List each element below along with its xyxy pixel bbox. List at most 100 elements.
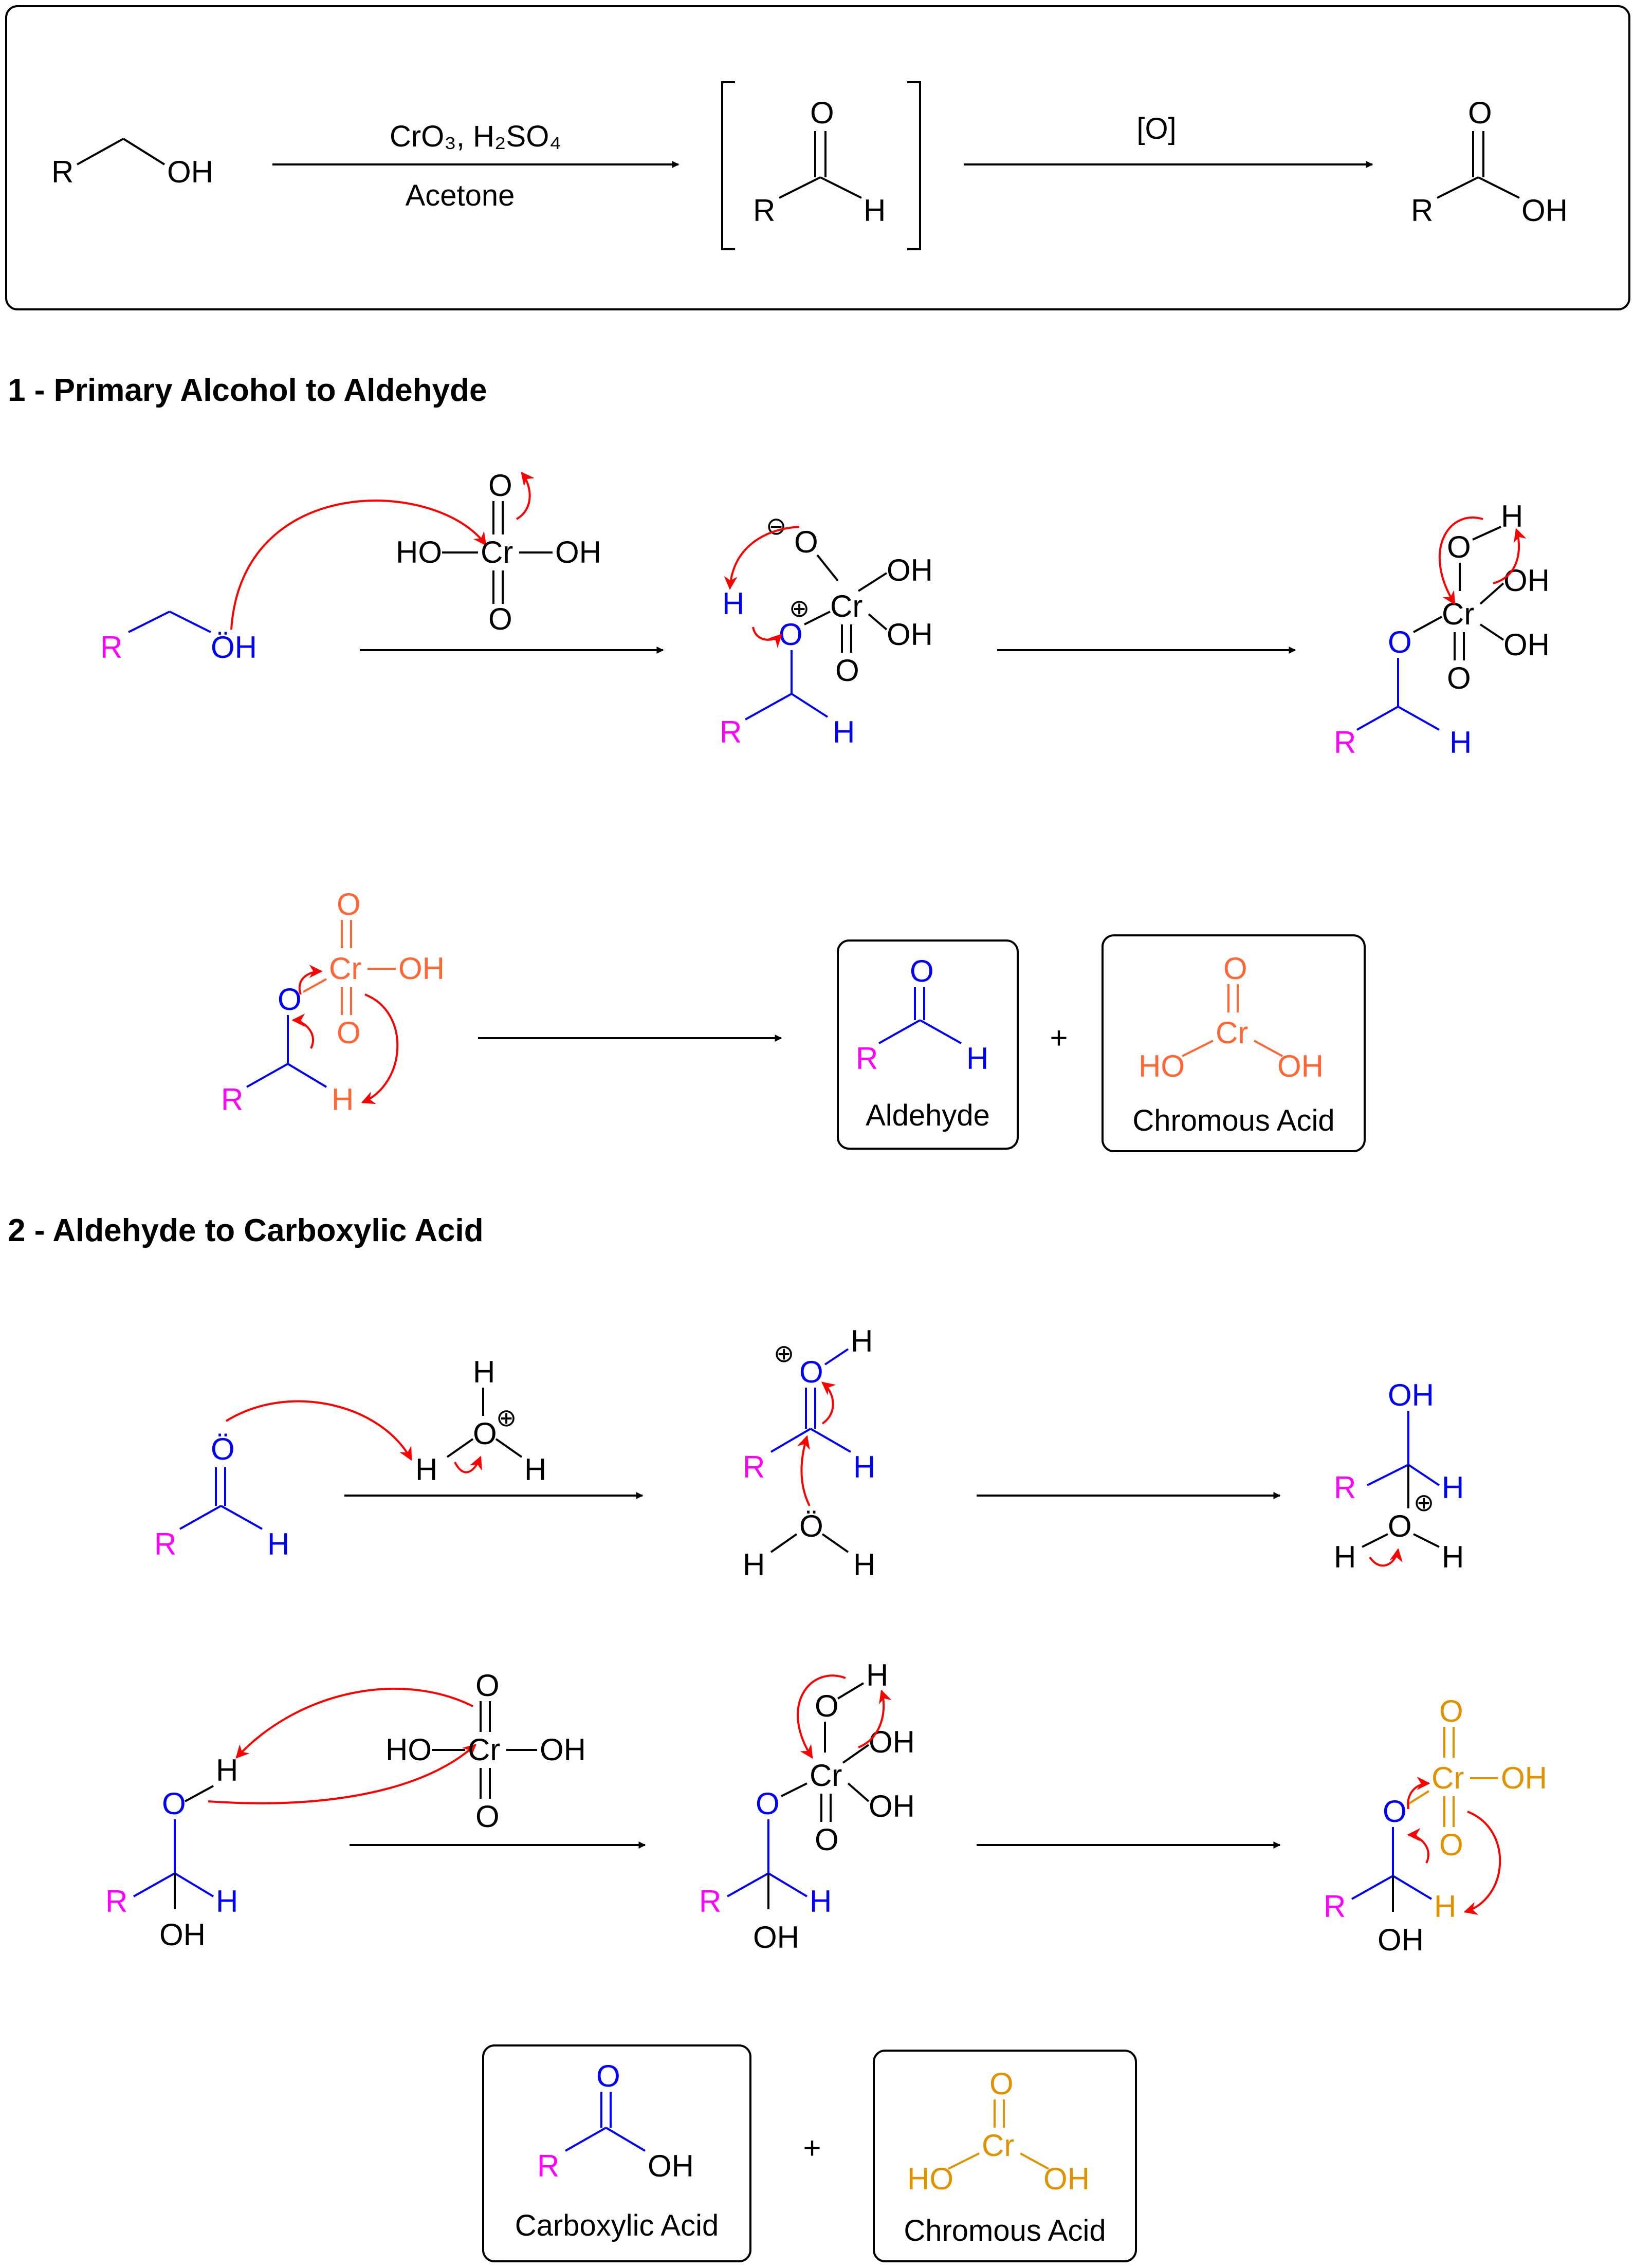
s2-ce-oh2: OH (869, 1789, 915, 1823)
s1-ca-ho: HO (396, 535, 442, 569)
s1-hyd-h: H (1449, 725, 1472, 760)
aldehyde-box (837, 939, 1019, 1150)
s1-oh-to-cr-arrow (1438, 516, 1483, 605)
s2-hi-h1: H (1334, 1540, 1356, 1574)
s2-hi-oh: OH (1388, 1378, 1434, 1412)
s1-products-plus: + (1050, 1021, 1068, 1055)
s2-ca-o-bottom: O (475, 1799, 500, 1834)
s1-ester-h: H (722, 586, 744, 621)
s2-ee-oh: OH (1501, 1761, 1547, 1795)
section2-heading: 2 - Aldehyde to Carboxylic Acid (8, 1213, 484, 1248)
chromous-acid-box-2 (873, 2050, 1137, 2262)
s2-product-carboxylic-acid: O R OH Carboxylic Acid (482, 2044, 751, 2262)
overview-reagent-bottom: Acetone (406, 179, 515, 212)
s2-h3o-h-top: H (473, 1355, 495, 1389)
s2-prod-ca-ho: HO (907, 2162, 953, 2196)
overview-int-h: H (864, 193, 886, 228)
overview-int-o: O (810, 96, 834, 130)
s2-ce-o: O (756, 1786, 780, 1821)
overview-start-alcohol: R OH (51, 138, 213, 189)
s2-oh-to-cr-arrow (208, 1744, 476, 1804)
s2-hi-plus: ⊕ (1413, 1489, 1434, 1517)
s2-ca-o-top: O (475, 1668, 500, 1703)
section1-heading: 1 - Primary Alcohol to Aldehyde (8, 373, 487, 408)
s2-hydronium: H O ⊕ H H (415, 1355, 546, 1487)
s1-el-o-bottom: O (337, 1016, 361, 1050)
s1-ca-cr: Cr (481, 535, 513, 569)
s2-prod-acid-o: O (596, 2059, 620, 2093)
s2-ch-to-co-arrow (1407, 1828, 1430, 1864)
s2-cr-o-to-h-arrow-2 (1463, 1811, 1501, 1915)
s1-product-chromous-acid: O Cr HO OH Chromous Acid (1101, 934, 1366, 1152)
s1-ester-minus: ⊖ (766, 513, 786, 540)
s2-prod-acid-r: R (537, 2149, 559, 2183)
s1-proton-loss-arrow (1493, 528, 1527, 584)
s1-chromate-ester: ⊖ O OH H ⊕ O Cr OH O R H (720, 513, 933, 749)
s2-ee-h: H (1434, 1889, 1456, 1924)
s2-ald-h: H (267, 1527, 289, 1561)
s2-cr-o-to-h-arrow (235, 1687, 473, 1759)
s2-h3o-plus: ⊕ (496, 1405, 517, 1432)
s2-water-attack-arrow (797, 1435, 811, 1506)
overview-frame (5, 5, 1630, 310)
s2-prot-h-top: H (851, 1324, 873, 1358)
s1-el-o: O (278, 982, 302, 1017)
s2-water-o: Ö (799, 1509, 823, 1543)
s2-prot-plus: ⊕ (774, 1340, 794, 1368)
s1-ester-o-bottom: O (835, 653, 859, 688)
s2-prod-ca-cr: Cr (982, 2128, 1014, 2163)
s2-oh-bond-arrow (454, 1455, 482, 1473)
s2-water-h2: H (853, 1547, 875, 1582)
s1-el-oh: OH (398, 951, 445, 986)
s1-ester-oh1: OH (887, 553, 933, 587)
s2-gem-diol: O H R H OH (105, 1753, 238, 1952)
s2-hi-h2: H (1442, 1540, 1464, 1574)
s1-alcohol-r: R (100, 630, 122, 665)
s2-product-chromous-acid: O Cr HO OH Chromous Acid (873, 2050, 1137, 2262)
s2-proton-loss-arrow (858, 1689, 892, 1748)
s1-prod-ca-o: O (1223, 951, 1247, 986)
overview-reagent-top: CrO₃, H₂SO₄ (390, 120, 561, 153)
s1-o-cr-bond-arrow (298, 965, 323, 995)
s2-water-h1: H (743, 1547, 765, 1582)
s2-ee-o-bottom: O (1439, 1828, 1463, 1862)
s1-ester-h2: H (833, 715, 855, 749)
s2-prot-o: O (799, 1355, 823, 1389)
s2-h3o-h-left: H (415, 1452, 437, 1487)
s2-hi-h: H (1442, 1470, 1464, 1505)
s2-gd-r: R (105, 1884, 127, 1919)
right-bracket (907, 81, 921, 250)
s2-ee-cr: Cr (1431, 1761, 1464, 1795)
s2-ce-oh1: OH (869, 1725, 915, 1759)
s1-attack-arrow (230, 500, 487, 630)
s1-hyd-h-top: H (1501, 499, 1523, 533)
s2-prot-h: H (853, 1450, 875, 1484)
s2-gd-o: O (162, 1786, 186, 1821)
s2-chromic-acid: O HO Cr OH O (385, 1668, 586, 1834)
s2-o-to-h-arrow (225, 1400, 412, 1461)
s2-ce-o-top: O (815, 1689, 839, 1723)
overview-oxidant: [O] (1136, 112, 1176, 145)
s1-ester-o-top: O (794, 525, 818, 559)
s1-h-o-bond-arrow (752, 626, 782, 648)
s2-ee-r: R (1324, 1889, 1346, 1924)
chromous-acid-label-2: Chromous Acid (904, 2214, 1106, 2247)
s1-ester-o: O (779, 617, 803, 652)
s2-prot-r: R (743, 1450, 765, 1484)
s1-elimination-ester: O Cr OH O O R H (221, 887, 445, 1117)
s1-prod-ald-o: O (910, 954, 934, 988)
chromous-acid-label-1: Chromous Acid (1132, 1104, 1334, 1137)
s2-hi-r: R (1334, 1470, 1356, 1505)
s2-ce-r: R (699, 1884, 721, 1919)
s1-chromate-hydrate: O H OH O Cr OH O R H (1334, 499, 1550, 760)
s1-el-h: H (332, 1082, 354, 1117)
s1-ester-oh2: OH (887, 617, 933, 652)
s1-ch-to-co-arrow (291, 1013, 315, 1049)
s1-hyd-cr: Cr (1442, 597, 1474, 631)
s2-h3o-h-right: H (524, 1452, 546, 1487)
s2-prod-ca-o: O (989, 2067, 1014, 2101)
s2-ce-o-bottom: O (815, 1822, 839, 1857)
s1-ca-o-top: O (488, 468, 512, 503)
s1-hyd-o-top: O (1447, 530, 1471, 564)
